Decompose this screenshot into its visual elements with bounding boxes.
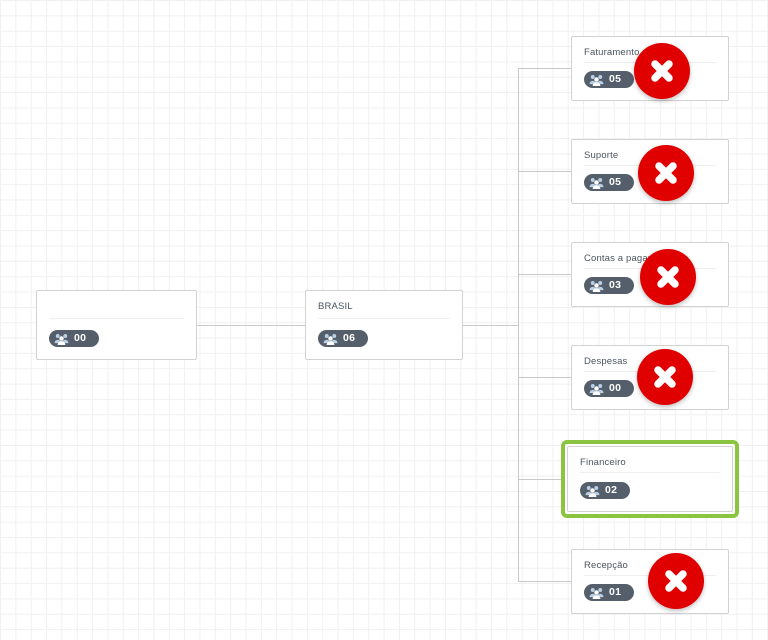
remove-x-icon <box>651 158 681 188</box>
org-node-title: Despesas <box>584 356 628 367</box>
node-divider <box>580 472 720 473</box>
connector-stub-recepcao <box>518 581 572 582</box>
connector-stub-despesas <box>518 377 572 378</box>
remove-node-button[interactable] <box>638 145 694 201</box>
member-count-badge[interactable]: 00 <box>49 330 99 347</box>
org-node-root[interactable]: 00 <box>36 290 197 360</box>
org-node-financeiro[interactable]: Financeiro 02 <box>561 440 739 518</box>
people-group-icon <box>585 485 600 497</box>
member-count-value: 05 <box>609 176 622 189</box>
member-count-value: 00 <box>74 332 87 345</box>
org-node-title: Contas a pagar <box>584 253 652 264</box>
remove-x-icon <box>653 262 683 292</box>
remove-node-button[interactable] <box>640 249 696 305</box>
org-node-contas-a-pagar[interactable]: Contas a pagar 03 <box>571 242 729 307</box>
member-count-value: 00 <box>609 382 622 395</box>
connector-stub-contas-a-pagar <box>518 274 572 275</box>
people-group-icon <box>589 383 604 395</box>
people-group-icon <box>323 333 338 345</box>
org-node-title: BRASIL <box>318 301 353 312</box>
member-count-badge[interactable]: 05 <box>584 71 634 88</box>
org-node-despesas[interactable]: Despesas 00 <box>571 345 729 410</box>
member-count-badge[interactable]: 02 <box>580 482 630 499</box>
remove-x-icon <box>647 56 677 86</box>
people-group-icon <box>54 333 69 345</box>
remove-x-icon <box>650 362 680 392</box>
member-count-value: 01 <box>609 586 622 599</box>
org-node-title: Recepção <box>584 560 628 571</box>
member-count-value: 06 <box>343 332 356 345</box>
org-node-title: Suporte <box>584 150 619 161</box>
connector-brasil-to-trunk <box>463 325 519 326</box>
org-node-title <box>49 301 184 313</box>
node-divider <box>49 318 184 319</box>
remove-node-button[interactable] <box>648 553 704 609</box>
member-count-badge[interactable]: 03 <box>584 277 634 294</box>
remove-node-button[interactable] <box>634 43 690 99</box>
remove-node-button[interactable] <box>637 349 693 405</box>
org-node-title: Faturamento <box>584 47 640 58</box>
member-count-badge[interactable]: 00 <box>584 380 634 397</box>
org-node-suporte[interactable]: Suporte 05 <box>571 139 729 204</box>
connector-trunk-vertical <box>518 68 519 582</box>
member-count-value: 02 <box>605 484 618 497</box>
member-count-value: 03 <box>609 279 622 292</box>
people-group-icon <box>589 74 604 86</box>
connector-stub-financeiro <box>518 479 562 480</box>
connector-root-to-brasil <box>197 325 305 326</box>
remove-x-icon <box>661 566 691 596</box>
node-divider <box>318 318 450 319</box>
org-node-recepcao[interactable]: Recepção 01 <box>571 549 729 614</box>
member-count-value: 05 <box>609 73 622 86</box>
people-group-icon <box>589 587 604 599</box>
member-count-badge[interactable]: 06 <box>318 330 368 347</box>
org-node-faturamento[interactable]: Faturamento 05 <box>571 36 729 101</box>
connector-stub-suporte <box>518 171 572 172</box>
people-group-icon <box>589 177 604 189</box>
people-group-icon <box>589 280 604 292</box>
member-count-badge[interactable]: 05 <box>584 174 634 191</box>
org-node-brasil[interactable]: BRASIL 06 <box>305 290 463 360</box>
member-count-badge[interactable]: 01 <box>584 584 634 601</box>
org-node-title: Financeiro <box>580 457 626 468</box>
connector-stub-faturamento <box>518 68 572 69</box>
